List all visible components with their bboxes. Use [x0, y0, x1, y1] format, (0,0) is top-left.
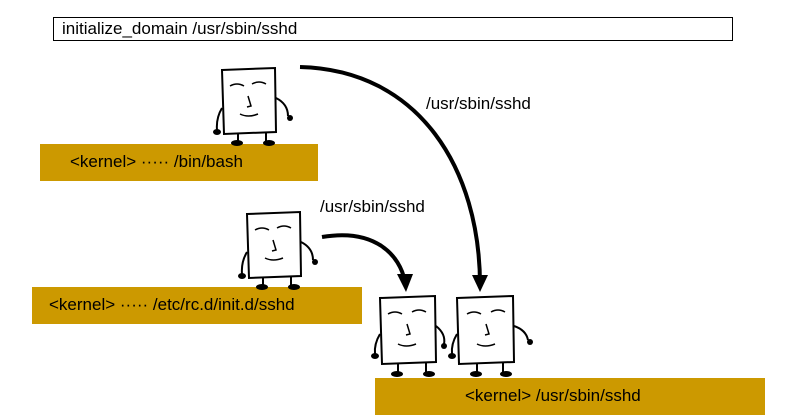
arrowhead-top	[472, 275, 488, 292]
arrow-label-top: /usr/sbin/sshd	[426, 94, 531, 113]
arrow-top	[299, 65, 482, 286]
domain-bar-sshd: <kernel> /usr/sbin/sshd	[375, 378, 765, 415]
paper-character-icon	[448, 294, 533, 377]
domain-bar-init: <kernel> ····· /etc/rc.d/init.d/sshd	[32, 287, 362, 324]
paper-character-icon	[371, 294, 447, 377]
arrow-mid	[321, 233, 407, 283]
paper-character-icon	[213, 66, 293, 146]
arrow-label-mid: /usr/sbin/sshd	[320, 197, 425, 216]
domain-title-box: initialize_domain /usr/sbin/sshd	[53, 17, 733, 41]
arrowhead-mid	[397, 274, 413, 292]
paper-character-icon	[238, 210, 318, 290]
domain-bar-bash: <kernel> ····· /bin/bash	[40, 144, 318, 181]
